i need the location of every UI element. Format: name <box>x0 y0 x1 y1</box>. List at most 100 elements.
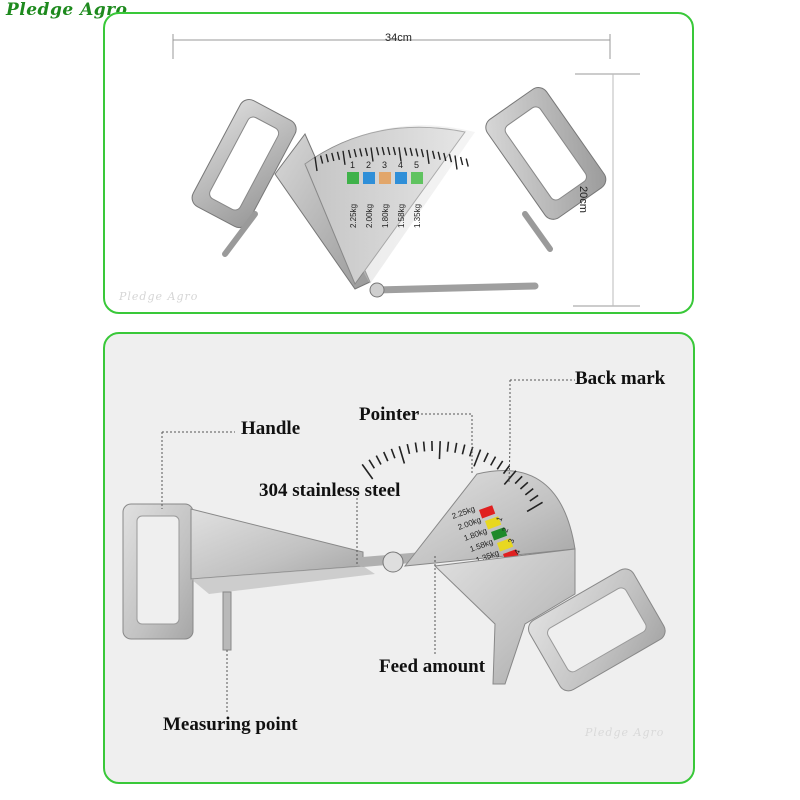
right-handle <box>485 87 607 220</box>
scale-tick <box>331 152 335 162</box>
color-swatch <box>379 172 391 184</box>
scale-tick <box>353 148 357 158</box>
pivot-rivet <box>369 282 385 298</box>
scale-tick <box>364 147 369 157</box>
left-measuring-leg <box>222 211 258 257</box>
scale-tick <box>392 146 397 156</box>
scale-tick <box>398 445 406 464</box>
scale-tick <box>420 148 425 158</box>
scale-tick <box>465 158 469 167</box>
scale-tick <box>375 147 380 156</box>
scale-number: 3 <box>382 160 387 170</box>
label-steel: 304 stainless steel <box>259 480 401 501</box>
scale-tick <box>443 152 447 162</box>
scale-tick <box>437 151 441 160</box>
color-swatch <box>363 172 375 184</box>
scale-tick <box>431 150 436 159</box>
scale-tick <box>490 456 497 466</box>
product-dimensions-panel: 1 2 3 4 5 2.25kg 2.00kg 1.80kg 1.58kg 1.35kg 34c… <box>103 12 694 314</box>
scale-tick <box>398 147 402 162</box>
color-swatch <box>411 172 423 184</box>
scale-tick <box>422 441 426 452</box>
scale-ticks <box>314 146 469 172</box>
leader-lines <box>161 379 575 714</box>
weight-label: 1.80kg <box>381 204 390 228</box>
scale-number: 4 <box>512 548 522 556</box>
scale-tick <box>387 146 391 156</box>
scale-tick <box>496 460 504 470</box>
scale-tick <box>314 156 318 172</box>
watermark-top: Pledge Agro <box>119 290 199 303</box>
color-swatch <box>497 538 514 552</box>
weight-label: 2.00kg <box>365 204 374 228</box>
scale-tick <box>406 443 411 455</box>
scale-tick <box>524 488 534 496</box>
scale-tick <box>370 147 374 162</box>
scale-number: 1 <box>494 515 504 523</box>
weight-label: 2.25kg <box>349 204 358 228</box>
scale-numbers: 1 2 3 4 5 <box>350 160 419 170</box>
handle-part <box>122 503 194 640</box>
right-handle-part <box>528 568 666 692</box>
label-pointer: Pointer <box>359 404 420 425</box>
scale-ticks <box>361 441 543 513</box>
scale-tick <box>454 155 458 170</box>
color-swatch <box>395 172 407 184</box>
label-back-mark: Back mark <box>575 368 666 389</box>
scale-tick <box>438 441 441 460</box>
scale-tick <box>426 149 430 164</box>
scale-tick <box>446 441 450 452</box>
scale-tick <box>319 155 324 164</box>
weight-label: 1.58kg <box>397 204 406 228</box>
width-label: 34cm <box>385 32 412 44</box>
label-handle: Handle <box>241 418 301 439</box>
gauge-plate <box>403 470 576 567</box>
scale-tick <box>503 470 517 486</box>
scale-tick <box>454 442 458 453</box>
scale-tick <box>473 449 482 467</box>
scale-tick <box>415 148 419 157</box>
scale-tick <box>529 494 539 502</box>
scale-number: 5 <box>414 160 419 170</box>
scale-number: 2 <box>366 160 371 170</box>
scale-tick <box>381 146 385 156</box>
scale-tick <box>382 451 389 462</box>
color-swatches <box>479 505 520 563</box>
label-measuring-point: Measuring point <box>163 714 298 735</box>
pivot-rivet <box>382 551 404 573</box>
scale-tick <box>461 444 466 455</box>
scale-tick <box>361 463 374 480</box>
scale-number: 4 <box>398 160 403 170</box>
color-swatch <box>485 516 502 530</box>
color-swatch <box>479 505 496 519</box>
color-swatch <box>491 527 508 541</box>
dimension-photo: 1 2 3 4 5 2.25kg 2.00kg 1.80kg 1.58kg 1.35kg <box>172 34 640 307</box>
weight-label: 1.35kg <box>413 204 422 228</box>
brand-logo: Pledge Agro <box>6 0 128 20</box>
scale-tick <box>483 452 489 463</box>
scale-tick <box>347 149 352 159</box>
height-label: 20cm <box>577 186 589 213</box>
scale-tick <box>526 501 543 513</box>
right-measuring-leg <box>522 211 553 252</box>
scale-tick <box>359 148 363 157</box>
label-feed-amount: Feed amount <box>379 656 486 677</box>
scale-tick <box>375 455 382 465</box>
scale-tick <box>336 151 341 160</box>
measuring-leg <box>222 591 232 651</box>
pointer <box>373 282 539 294</box>
scale-number: 1 <box>350 160 355 170</box>
scale-number: 2 <box>500 526 510 534</box>
scale-number: 3 <box>506 537 516 545</box>
scale-tick <box>502 465 511 475</box>
weight-labels: 2.25kg 2.00kg 1.80kg 1.58kg 1.35kg <box>349 204 422 228</box>
right-plate <box>433 548 576 685</box>
scale-tick <box>414 442 418 453</box>
color-swatches <box>347 172 423 184</box>
scale-tick <box>342 150 346 165</box>
color-swatch <box>347 172 359 184</box>
scale-tick <box>519 481 529 490</box>
scale-tick <box>403 147 408 156</box>
